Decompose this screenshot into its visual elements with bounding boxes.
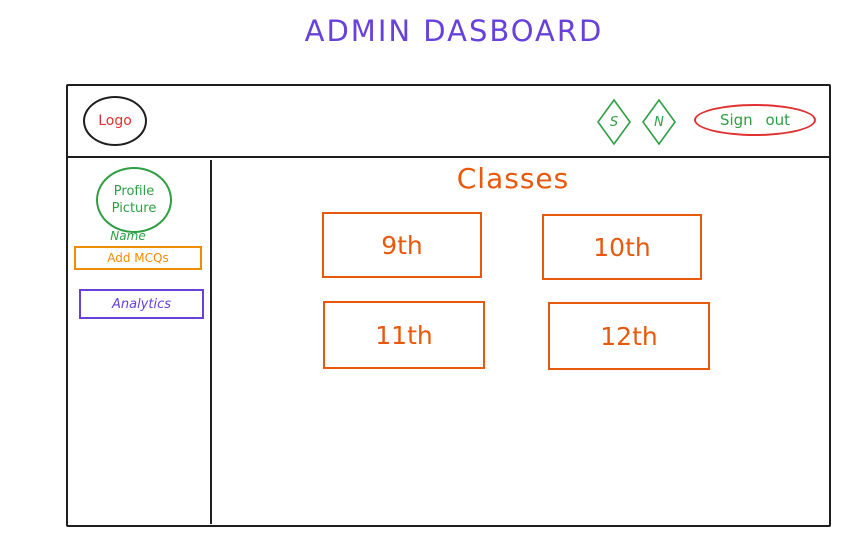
sign-out-button[interactable]: Sign out	[694, 104, 816, 136]
sign-out-label: Sign out	[719, 111, 791, 129]
profile-picture-label: Profile Picture	[111, 184, 157, 216]
classes-heading: Classes	[456, 162, 570, 195]
app-frame	[66, 84, 831, 527]
class-card-12th[interactable]: 12th	[548, 302, 710, 370]
s-diamond-button[interactable]: S	[596, 98, 632, 146]
diamond-shape-icon	[642, 98, 676, 146]
avatar[interactable]: Profile Picture	[96, 167, 172, 233]
class-card-label: 9th	[381, 230, 423, 260]
n-button-label: N	[654, 114, 664, 130]
sidebar-item-label: Analytics	[111, 296, 172, 312]
class-card-label: 10th	[593, 232, 651, 262]
header-divider	[66, 156, 829, 158]
s-button-label: S	[609, 114, 619, 130]
logo-label: Logo	[98, 113, 132, 129]
class-card-label: 11th	[375, 320, 433, 350]
class-card-label: 12th	[600, 321, 658, 351]
class-card-9th[interactable]: 9th	[322, 212, 482, 278]
sidebar-divider	[210, 160, 212, 524]
class-card-11th[interactable]: 11th	[323, 301, 485, 369]
page-title: ADMIN DASBOARD	[304, 14, 604, 48]
user-name: Name	[110, 229, 146, 243]
sidebar-item-analytics[interactable]: Analytics	[79, 289, 204, 319]
logo[interactable]: Logo	[83, 96, 147, 146]
sidebar-item-add-mcqs[interactable]: Add MCQs	[74, 246, 202, 270]
n-diamond-button[interactable]: N	[641, 98, 677, 146]
class-card-10th[interactable]: 10th	[542, 214, 702, 280]
diamond-shape-icon	[597, 98, 631, 146]
sidebar-item-label: Add MCQs	[107, 251, 169, 265]
